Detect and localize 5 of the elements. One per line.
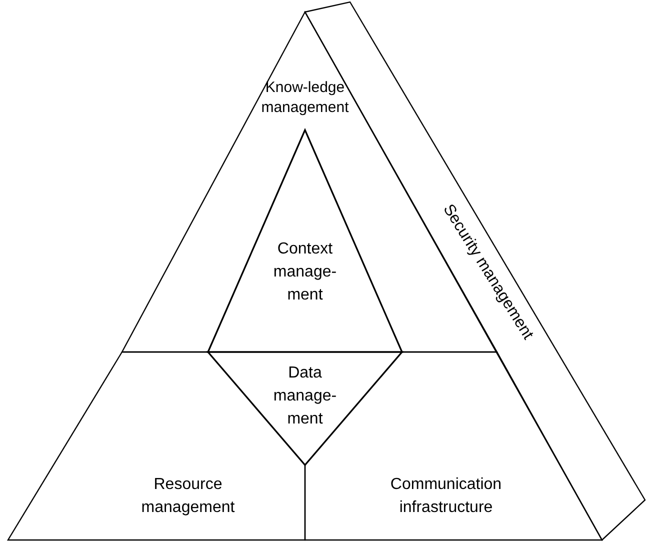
segment-label: Know-ledge management: [260, 78, 350, 118]
segment-label: Context manage-ment: [272, 240, 338, 306]
segment-label: Data manage-ment: [272, 364, 338, 430]
segment-label: Resource management: [140, 475, 236, 518]
segment-label: Communication infrastructure: [389, 475, 503, 518]
